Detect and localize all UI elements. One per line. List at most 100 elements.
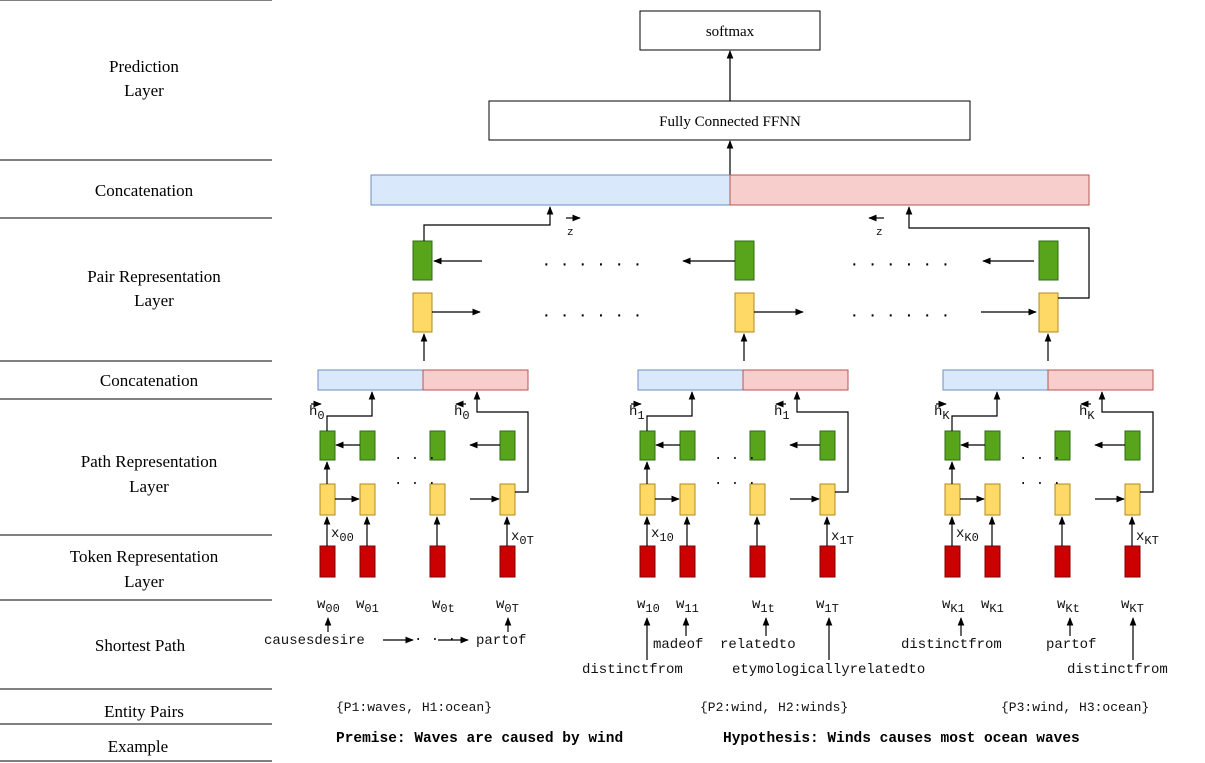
entity-pair-2: {P2:wind, H2:winds} [700, 700, 848, 715]
path-backward-cell [639, 430, 656, 461]
concat-mid-forward-3 [942, 369, 1049, 391]
pair-backward-cell-3 [1038, 240, 1059, 281]
path-ellipsis: · · · [714, 476, 756, 492]
example-label: Example [108, 737, 168, 756]
z-forward: z [567, 227, 574, 239]
token-vector-right: x0T [511, 529, 534, 548]
pair-backward-cell-2 [734, 240, 755, 281]
word-label: w1t [752, 597, 775, 616]
hidden-backward-label: h1 [774, 404, 790, 423]
entity-pair-3: {P3:wind, H3:ocean} [1001, 700, 1149, 715]
word-label: w1T [816, 597, 839, 616]
path-word-madeof: madeof [653, 637, 703, 653]
path-forward-cell [319, 483, 336, 516]
token-cell [429, 545, 446, 578]
entity-pair-1: {P1:waves, H1:ocean} [336, 700, 492, 715]
pair-forward-cell-3 [1038, 292, 1059, 333]
word-label: w00 [317, 597, 340, 616]
path-layer-label-1: Path Representation [81, 452, 218, 471]
token-cell [679, 545, 696, 578]
path-forward-cell [819, 483, 836, 516]
path-backward-cell [499, 430, 516, 461]
token-cell [1054, 545, 1071, 578]
hypothesis-text: Hypothesis: Winds causes most ocean wave… [723, 731, 1080, 747]
word-label: w10 [637, 597, 660, 616]
token-cell [944, 545, 961, 578]
concat-mid-backward-2 [742, 369, 849, 391]
path-backward-cell [984, 430, 1001, 461]
pair-layer-label-1: Pair Representation [87, 267, 221, 286]
token-cell [319, 545, 336, 578]
token-cell [359, 545, 376, 578]
word-label: wK1 [981, 597, 1004, 616]
path-word-etymologicallyrelatedto: etymologicallyrelatedto [732, 662, 925, 678]
path-forward-cell [499, 483, 516, 516]
pair-forward-cell-2 [734, 292, 755, 333]
word-label: w11 [676, 597, 699, 616]
path-word-distinctfrom: distinctfrom [582, 662, 683, 678]
token-vector-left: x00 [331, 526, 354, 545]
path-ellipsis: · · · [394, 451, 436, 467]
path-backward-cell [749, 430, 766, 461]
concat-top-label: Concatenation [95, 181, 194, 200]
path-forward-cell [1054, 483, 1071, 516]
word-label: w0t [432, 597, 455, 616]
token-cell [819, 545, 836, 578]
path-backward-cell [319, 430, 336, 461]
token-cell [1124, 545, 1141, 578]
softmax-box [639, 10, 821, 51]
layer-separators [0, 0, 272, 762]
token-cell [984, 545, 1001, 578]
hidden-backward-label: hK [1079, 404, 1095, 423]
path-backward-cell [1054, 430, 1071, 461]
hidden-forward-label: h0 [309, 404, 325, 423]
pair-layer-label-2: Layer [134, 291, 174, 310]
pair-ellipsis-lower-1: · · · · · · [543, 304, 644, 326]
path-forward-cell [679, 483, 696, 516]
concat-top-forward [370, 174, 731, 206]
concat-top-backward [729, 174, 1090, 206]
path-word-ellipsis: · · · [414, 632, 456, 648]
path-forward-cell [359, 483, 376, 516]
pair-forward-cell-1 [412, 292, 433, 333]
word-label: w0T [496, 597, 519, 616]
path-forward-cell [749, 483, 766, 516]
prediction-layer-label-1: Prediction [109, 57, 179, 76]
path-backward-cell [819, 430, 836, 461]
path-backward-cell [679, 430, 696, 461]
pair-backward-cell-1 [412, 240, 433, 281]
token-layer-label-2: Layer [124, 572, 164, 591]
hidden-forward-label: hK [934, 404, 950, 423]
path-backward-cell [429, 430, 446, 461]
shortest-path-words: causesdesire· · ·partofdistinctfrommadeo… [264, 617, 1168, 678]
concat-mid-backward-3 [1047, 369, 1154, 391]
word-label: wKt [1057, 597, 1080, 616]
path-backward-cell [1124, 430, 1141, 461]
ffnn-box [488, 100, 971, 141]
concat-mid-forward-1 [317, 369, 424, 391]
path-forward-cell [944, 483, 961, 516]
token-vector-left: xK0 [956, 526, 979, 545]
pair-ellipsis-upper-1: · · · · · · [543, 253, 644, 275]
path-ellipsis: · · · [1019, 476, 1061, 492]
token-cell [749, 545, 766, 578]
token-layer-label-1: Token Representation [70, 547, 219, 566]
prediction-layer-label-2: Layer [124, 81, 164, 100]
z-backward: z [876, 227, 883, 239]
word-label: w01 [356, 597, 379, 616]
hidden-backward-label: h0 [454, 404, 470, 423]
concat-mid-label: Concatenation [100, 371, 199, 390]
premise-text: Premise: Waves are caused by wind [336, 731, 623, 747]
path-forward-cell [639, 483, 656, 516]
shortest-path-label: Shortest Path [95, 636, 186, 655]
token-vector-right: x1T [831, 529, 854, 548]
path-word-relatedto: relatedto [720, 637, 796, 653]
path-forward-cell [984, 483, 1001, 516]
token-cell [499, 545, 516, 578]
path-word-partof: partof [476, 633, 526, 649]
path-layer-label-2: Layer [129, 477, 169, 496]
